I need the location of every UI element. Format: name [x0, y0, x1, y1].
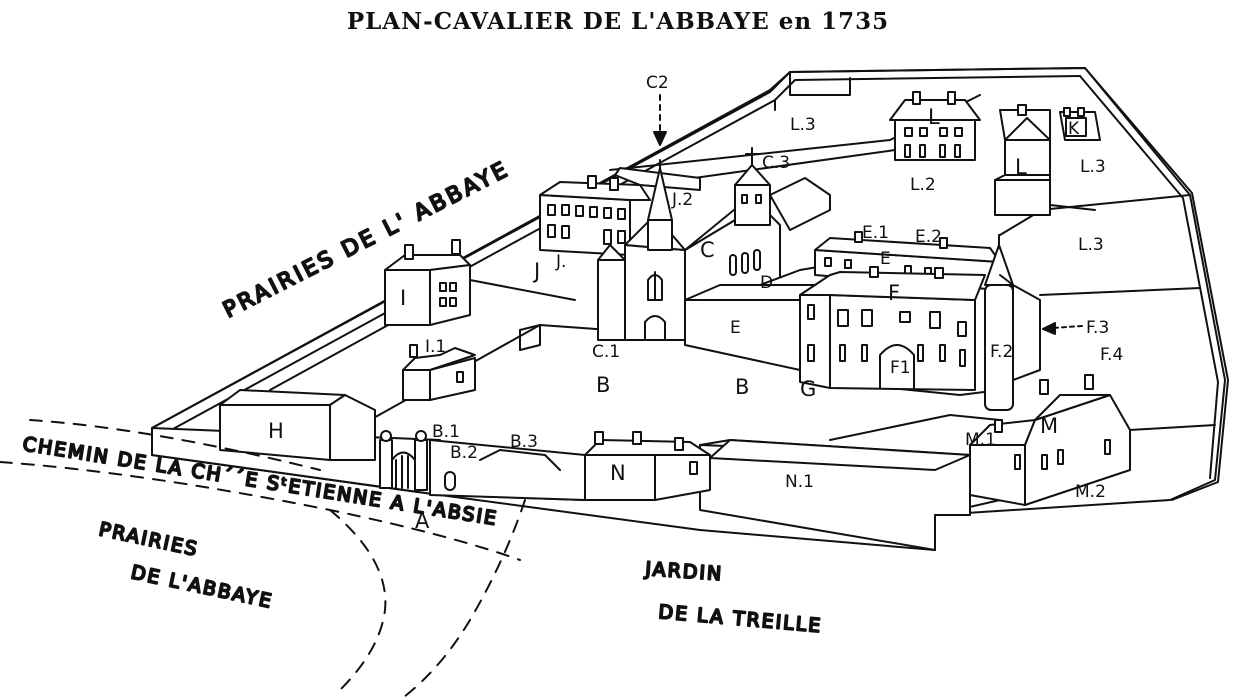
label-j-1: J	[532, 259, 540, 283]
label-f3: F.3	[1086, 318, 1109, 338]
label-f4: F.4	[1100, 345, 1123, 365]
building-i1	[402, 344, 476, 401]
building-f	[799, 234, 1041, 411]
label-b-left: B	[596, 373, 610, 397]
label-f1: F1	[890, 358, 911, 378]
label-f: F	[888, 281, 900, 305]
label-c2: C2	[646, 73, 669, 93]
label-l-2: L	[1015, 155, 1027, 179]
building-h	[219, 389, 376, 461]
building-b3	[479, 449, 561, 471]
label-a: A	[415, 509, 430, 533]
building-k	[1059, 107, 1101, 141]
label-l: L	[928, 105, 940, 129]
label-e2: E.2	[915, 227, 942, 247]
building-i	[384, 239, 471, 326]
label-i: I	[400, 286, 406, 310]
label-e: E	[730, 318, 741, 338]
region-prairies-bottom-1: PRAIRIES	[97, 518, 201, 561]
label-g: G	[800, 377, 816, 401]
label-c1: C.1	[592, 342, 620, 362]
label-i1: I.1	[425, 337, 446, 357]
label-l2: L.2	[910, 175, 936, 195]
label-m: M	[1040, 414, 1058, 438]
label-l3-mid: L.3	[1078, 235, 1104, 255]
building-m	[969, 374, 1131, 506]
label-n: N	[610, 461, 626, 485]
label-b1: B.1	[432, 422, 460, 442]
label-c3: C.3	[762, 153, 790, 173]
label-b2: B.2	[450, 443, 478, 463]
label-m2: M.2	[1075, 482, 1106, 502]
arrows	[653, 94, 1083, 335]
label-k: K	[1068, 119, 1080, 139]
label-b3: B.3	[510, 432, 538, 452]
label-l3-top: L.3	[790, 115, 816, 135]
label-n1: N.1	[785, 472, 814, 492]
region-prairies-bottom-2: DE L'ABBAYE	[129, 561, 275, 613]
label-e-small: E	[880, 249, 891, 269]
building-l	[994, 104, 1051, 216]
building-l2	[889, 91, 981, 161]
label-m1: M.1	[965, 430, 996, 450]
region-jardin-1: JARDIN	[644, 558, 724, 585]
dashed-paths	[0, 419, 526, 700]
label-f2: F.2	[990, 342, 1013, 362]
gate-a	[379, 430, 456, 491]
label-j-2: J.	[555, 252, 566, 272]
label-j2: J.2	[671, 190, 693, 210]
label-l3-right: L.3	[1080, 157, 1106, 177]
label-c: C	[700, 238, 715, 262]
page-title: PLAN-CAVALIER DE L'ABBAYE en 1735	[346, 8, 890, 35]
label-b-right: B	[735, 375, 749, 399]
label-e1: E.1	[862, 223, 889, 243]
plan-labels: A B B B.1 B.2 B.3 C C.1 C2 C.3 D E E E.1…	[268, 73, 1123, 533]
building-n	[584, 431, 711, 501]
region-jardin-2: DE LA TREILLE	[658, 601, 824, 637]
label-h: H	[268, 419, 284, 443]
label-d: D	[760, 273, 773, 293]
